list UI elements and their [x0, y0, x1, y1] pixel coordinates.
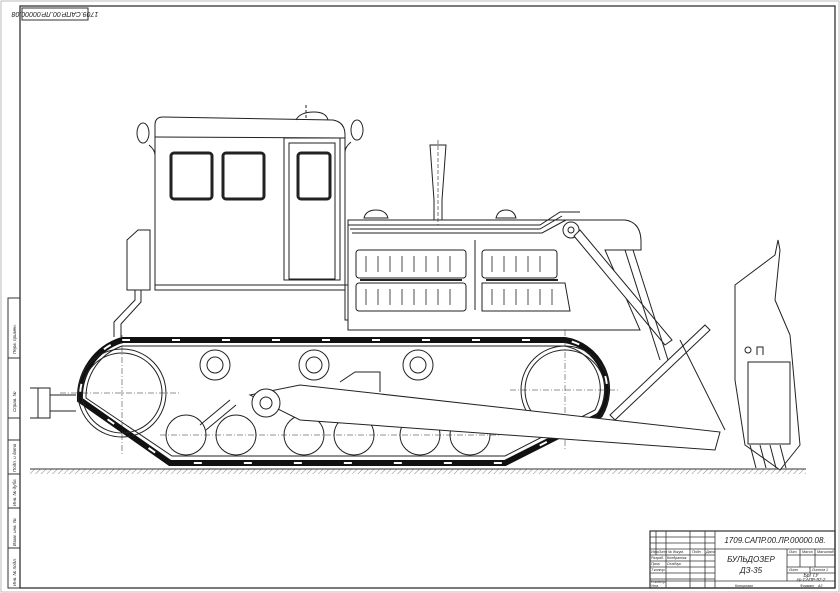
svg-text:Утв.: Утв.	[651, 584, 659, 588]
svg-text:Инв. № подл.: Инв. № подл.	[12, 558, 17, 586]
svg-text:Подп. и дата: Подп. и дата	[12, 443, 17, 472]
svg-text:Пров.: Пров.	[651, 562, 660, 566]
drawing-name: БУЛЬДОЗЕР	[727, 555, 775, 564]
ground	[30, 468, 806, 474]
svg-text:Формат: Формат	[800, 584, 814, 588]
svg-text:Взам. инв. №: Взам. инв. №	[12, 518, 17, 546]
svg-text:Перв. примен.: Перв. примен.	[12, 324, 17, 354]
cab	[113, 105, 364, 337]
blade	[734, 239, 801, 471]
svg-text:Лит.: Лит.	[788, 550, 797, 554]
svg-text:Изм.: Изм.	[651, 550, 659, 554]
svg-text:Т.контр.: Т.контр.	[651, 568, 666, 572]
svg-text:Масса: Масса	[802, 550, 813, 554]
svg-text:Листов: Листов	[811, 568, 825, 572]
drawing-designation: 1709.САПР.00.ЛР.00000.08.	[724, 536, 825, 545]
organization: БрГТУ	[803, 573, 819, 579]
push-arm	[199, 371, 721, 451]
side-strip	[7, 297, 21, 589]
louvres	[365, 256, 553, 305]
svg-text:А3: А3	[817, 584, 822, 588]
svg-text:Подп.: Подп.	[692, 550, 702, 554]
svg-text:Масштаб: Масштаб	[817, 550, 835, 554]
svg-text:Кондратюк: Кондратюк	[667, 556, 687, 560]
svg-text:Лист: Лист	[657, 550, 667, 554]
svg-text:Копировал: Копировал	[735, 584, 753, 588]
svg-text:1709.САПР.00.ЛР.00000.08: 1709.САПР.00.ЛР.00000.08	[12, 10, 99, 17]
svg-text:1: 1	[826, 568, 828, 572]
engine-hood	[347, 140, 642, 331]
svg-text:Н.контр.: Н.контр.	[651, 580, 666, 584]
svg-text:Разраб.: Разраб.	[651, 556, 664, 560]
bulldozer	[30, 105, 801, 471]
drawing-model: ДЗ-35	[739, 566, 763, 575]
svg-text:Осадчук: Осадчук	[667, 562, 681, 566]
top-stamp: 1709.САПР.00.ЛР.00000.08	[12, 7, 99, 21]
drawing-frame	[19, 5, 836, 589]
svg-text:Инв. № дубл.: Инв. № дубл.	[12, 478, 17, 506]
svg-text:Дата: Дата	[705, 550, 715, 554]
title-block	[649, 530, 836, 589]
svg-text:Справ. №: Справ. №	[12, 391, 17, 412]
group: гр.САПР-97-2	[797, 577, 826, 582]
hydraulic-cylinder	[573, 229, 726, 431]
svg-text:№ докум.: № докум.	[668, 550, 684, 554]
svg-text:Лист: Лист	[788, 568, 798, 572]
